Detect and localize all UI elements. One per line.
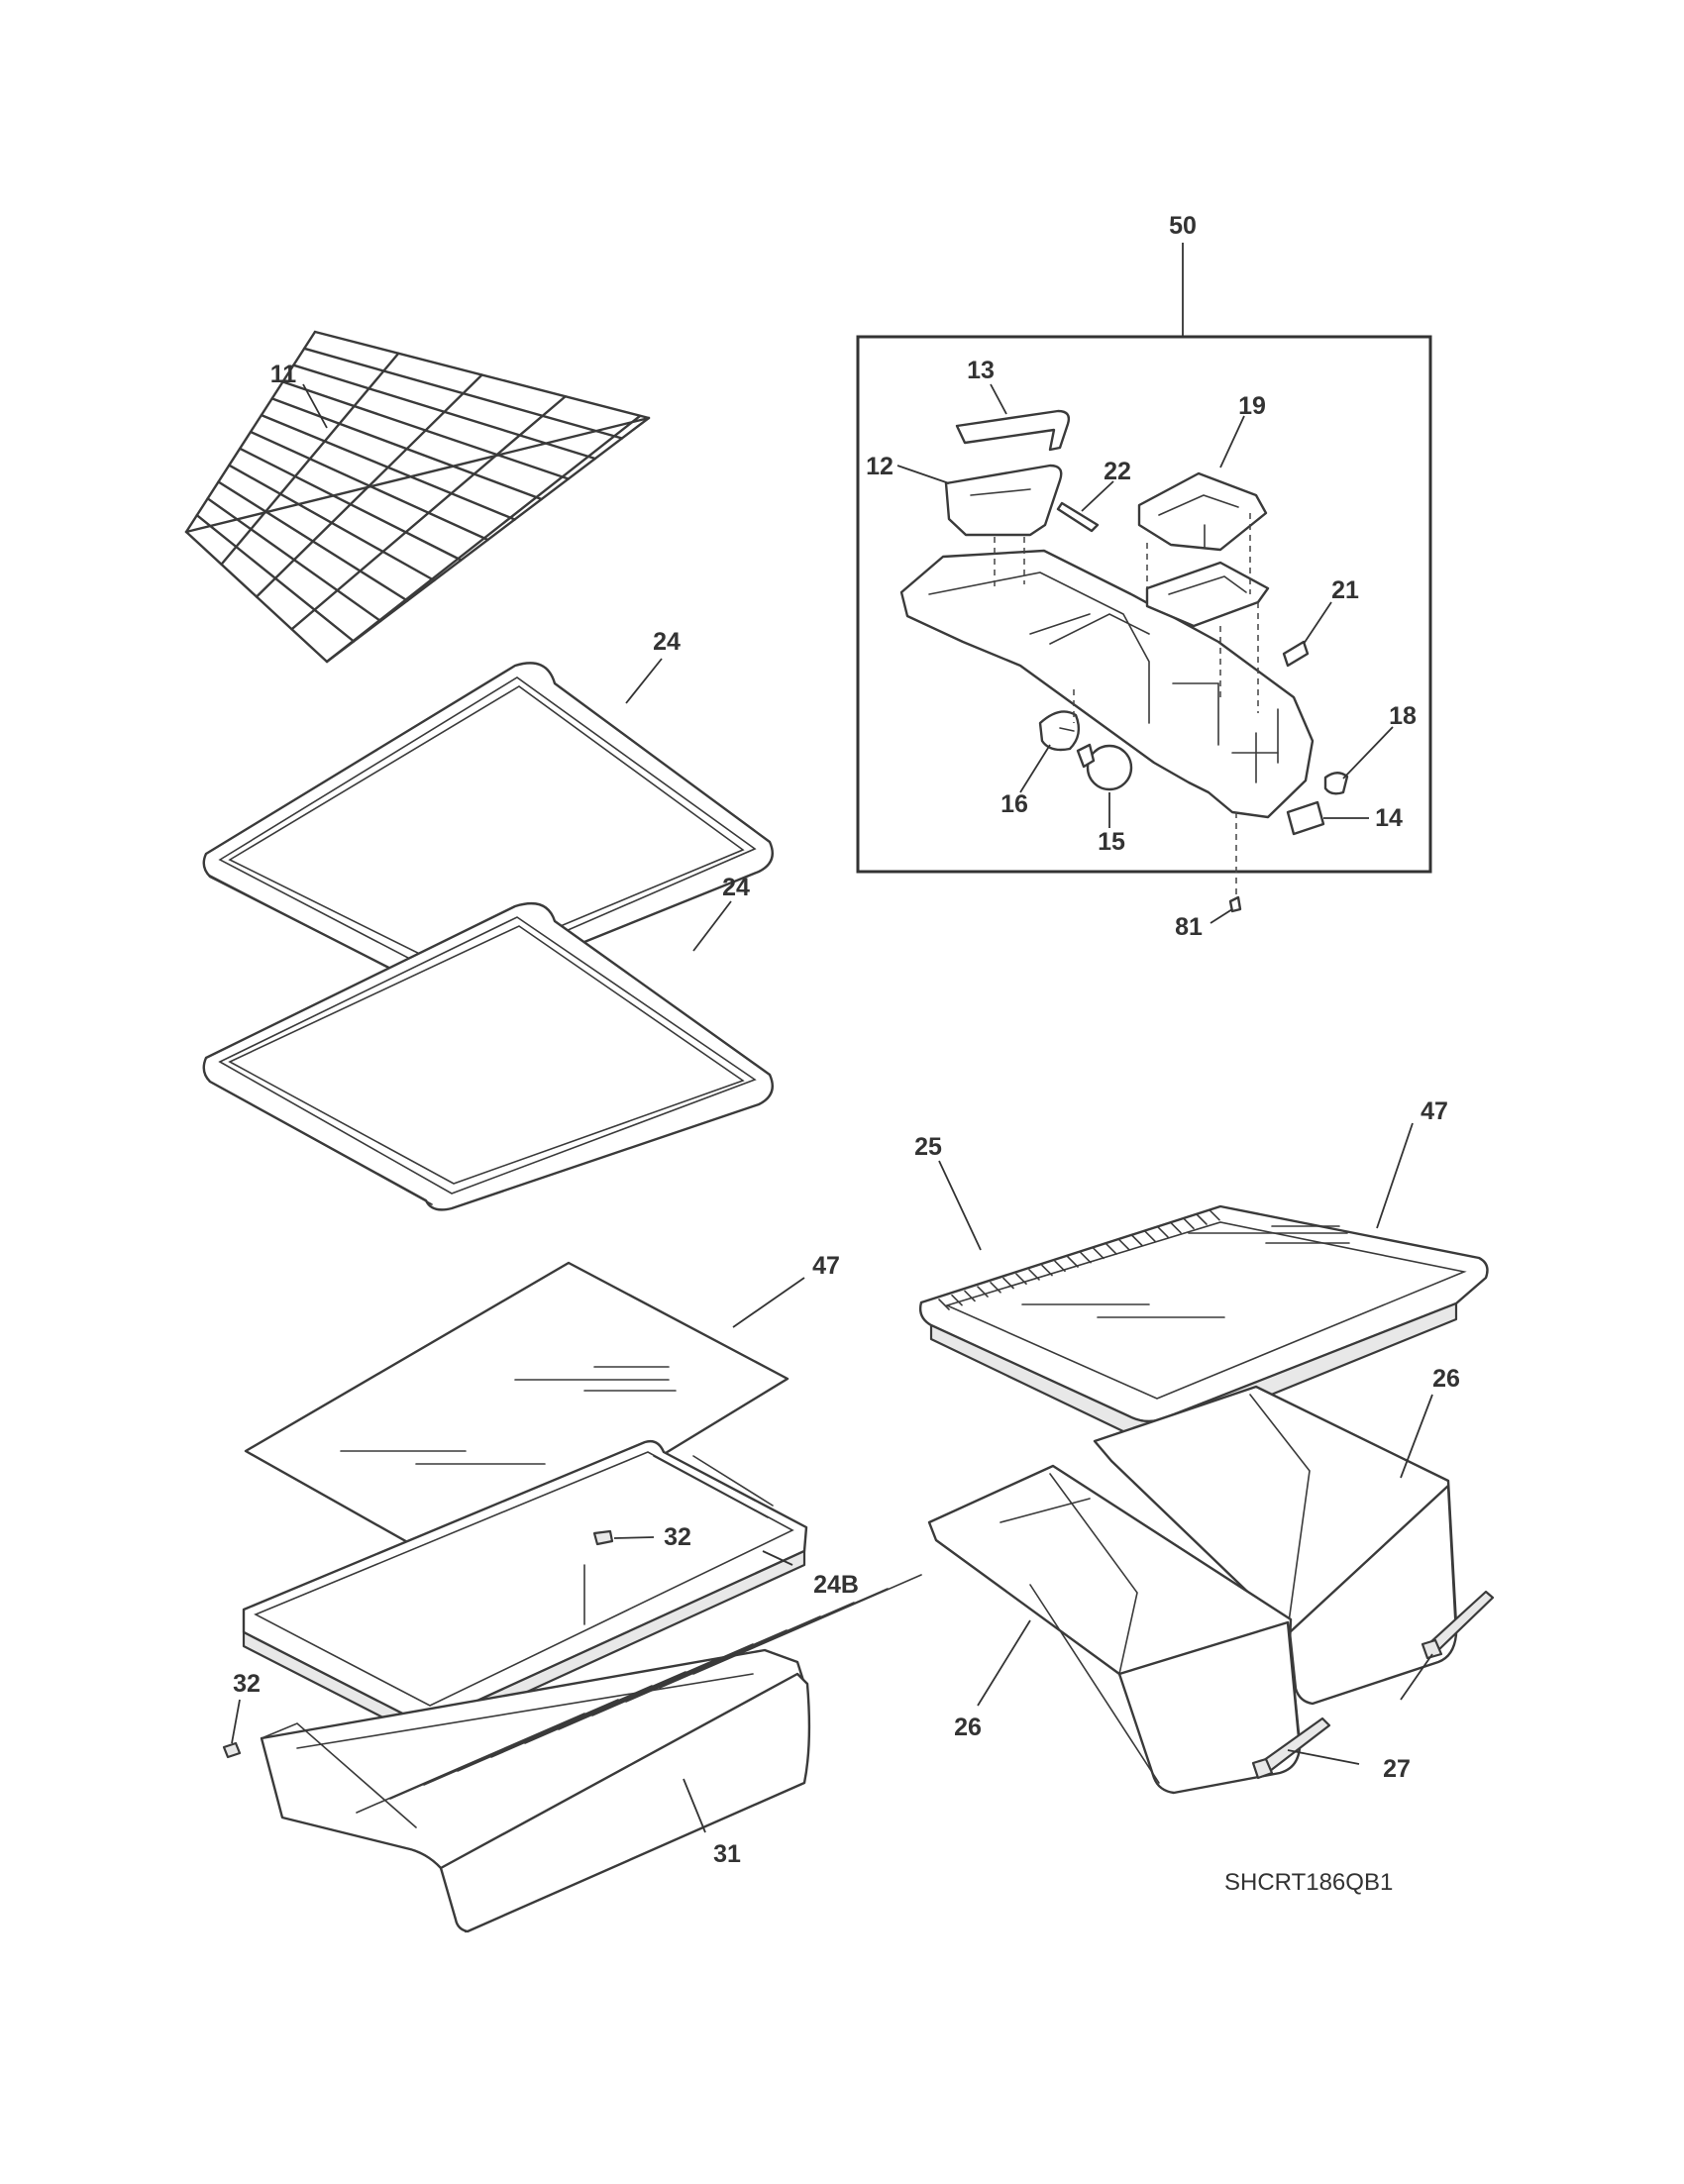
callout-47-right: 47 (1421, 1097, 1448, 1125)
callout-50: 50 (1169, 212, 1197, 240)
assembly-lines (994, 513, 1259, 897)
slide-rail-upper (1421, 1590, 1495, 1660)
light-shield (944, 464, 1063, 537)
callout-19: 19 (1238, 392, 1266, 420)
callout-16: 16 (1000, 790, 1028, 818)
control-housing (899, 549, 1315, 819)
callout-47-left: 47 (812, 1252, 840, 1280)
clip-32-upper (592, 1529, 614, 1546)
callout-27: 27 (1383, 1755, 1411, 1783)
crisper-drawer-right-back (1093, 1385, 1458, 1706)
control-module (1137, 471, 1268, 552)
callout-13: 13 (967, 357, 995, 384)
light-bulb (1076, 743, 1133, 791)
callout-14: 14 (1375, 804, 1403, 832)
glass-plate-left (244, 1261, 789, 1577)
control-housing-kit-frame (856, 335, 1432, 874)
leader-lines (231, 383, 1433, 1833)
callout-81: 81 (1175, 913, 1203, 941)
callout-32-lower: 32 (233, 1670, 261, 1698)
callout-24-upper: 24 (653, 628, 681, 656)
slide-rail-lower (1251, 1716, 1331, 1780)
callout-21: 21 (1331, 576, 1359, 604)
callout-25: 25 (914, 1133, 942, 1161)
crisper-drawer-left (260, 1574, 922, 1933)
glass-shelf-lower (202, 901, 774, 1211)
sensor-rod (1056, 501, 1100, 533)
callout-26-upper: 26 (1432, 1365, 1460, 1393)
callout-12: 12 (866, 453, 894, 480)
drawing-id: SHCRT186QB1 (1224, 1869, 1393, 1896)
callout-26-lower: 26 (954, 1714, 982, 1741)
switch-knob (1323, 772, 1349, 795)
crisper-drawer-right-front (927, 1464, 1302, 1795)
small-bracket (1282, 640, 1310, 668)
screw (1228, 895, 1242, 913)
wire-shelf (184, 330, 651, 664)
shield-handle (955, 409, 1071, 452)
callout-22: 22 (1104, 458, 1131, 485)
rocker-switch (1286, 800, 1325, 836)
callout-32-upper: 32 (664, 1523, 691, 1551)
callout-18: 18 (1389, 702, 1417, 730)
callout-15: 15 (1098, 828, 1125, 856)
lamp-socket (1038, 710, 1081, 752)
callout-31: 31 (713, 1840, 741, 1868)
callout-11: 11 (270, 361, 297, 388)
callout-24-lower: 24 (722, 874, 750, 901)
clip-32-lower (222, 1741, 242, 1759)
callout-24B: 24B (813, 1571, 859, 1599)
